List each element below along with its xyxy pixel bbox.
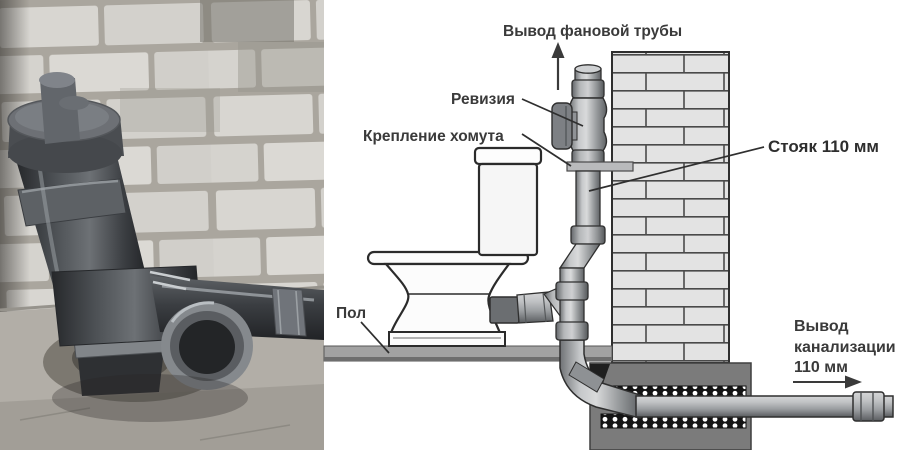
label-outlet-2: канализации xyxy=(794,339,896,356)
clamp-band xyxy=(566,161,634,172)
leader-riser xyxy=(588,146,765,192)
cap-knob-back xyxy=(59,96,89,110)
branch-coupling-rings xyxy=(277,289,300,336)
label-outlet-3: 110 мм xyxy=(794,359,848,376)
stained-brick xyxy=(120,88,220,132)
riser-coupling-3 xyxy=(555,321,589,341)
riser-section-upper xyxy=(575,170,601,228)
cap-knob-top xyxy=(39,72,75,88)
stained-brick xyxy=(238,42,324,92)
label-vent-outlet: Вывод фановой трубы xyxy=(503,23,682,40)
outlet-ring xyxy=(523,293,527,324)
bowl-base xyxy=(388,331,506,347)
pipe-shadow xyxy=(52,374,248,422)
outlet-arrow-head xyxy=(845,375,862,389)
label-revision: Ревизия xyxy=(451,91,515,108)
elbow-coupling xyxy=(568,361,605,393)
outlet-cuff xyxy=(489,296,520,324)
label-clamp: Крепление хомута xyxy=(363,128,504,145)
riser-offset-bend xyxy=(558,243,602,269)
cistern-lid xyxy=(473,146,543,166)
dark-brick xyxy=(200,0,294,42)
vent-arrow-head xyxy=(551,42,565,58)
cleanout-cap xyxy=(7,72,124,173)
tee-specular xyxy=(149,270,191,291)
toilet xyxy=(366,146,543,347)
riser-coupling-1 xyxy=(570,225,606,245)
horizontal-pipe xyxy=(635,395,894,418)
coupling-highlight xyxy=(21,179,119,194)
leader-clamp xyxy=(521,133,572,167)
leader-revision xyxy=(521,98,584,127)
vent-arrow-up xyxy=(551,42,565,90)
outlet-ring xyxy=(542,292,547,323)
socket-glint xyxy=(170,301,215,323)
riser-coupling-2 xyxy=(555,281,589,301)
revision-flange xyxy=(551,102,573,150)
toilet-cistern xyxy=(477,162,539,257)
diagram-brick-wall xyxy=(611,51,730,364)
diagram-floor-edge xyxy=(324,357,612,361)
label-floor: Пол xyxy=(336,305,366,322)
cap-socket-base xyxy=(8,133,122,173)
tee-open-socket xyxy=(161,301,253,390)
label-riser: Стояк 110 мм xyxy=(768,137,879,156)
floor-cracks xyxy=(19,407,291,441)
riser-top-socket xyxy=(571,79,605,99)
label-outlet-1: Вывод xyxy=(794,318,849,335)
elbow xyxy=(559,339,641,419)
underfloor-outlet-pipe xyxy=(559,339,894,422)
photo-left xyxy=(0,0,324,450)
pipe-end-socket xyxy=(852,391,885,422)
cap-knob-body xyxy=(40,78,80,144)
riser-open-top xyxy=(574,64,602,74)
branch-coupling xyxy=(271,287,307,337)
diagram-right: Вывод фановой трубы Ревизия Крепление хо… xyxy=(323,23,896,450)
socket-hole xyxy=(179,320,235,374)
leader-floor xyxy=(360,321,390,354)
outlet-arrow-right xyxy=(793,375,862,389)
